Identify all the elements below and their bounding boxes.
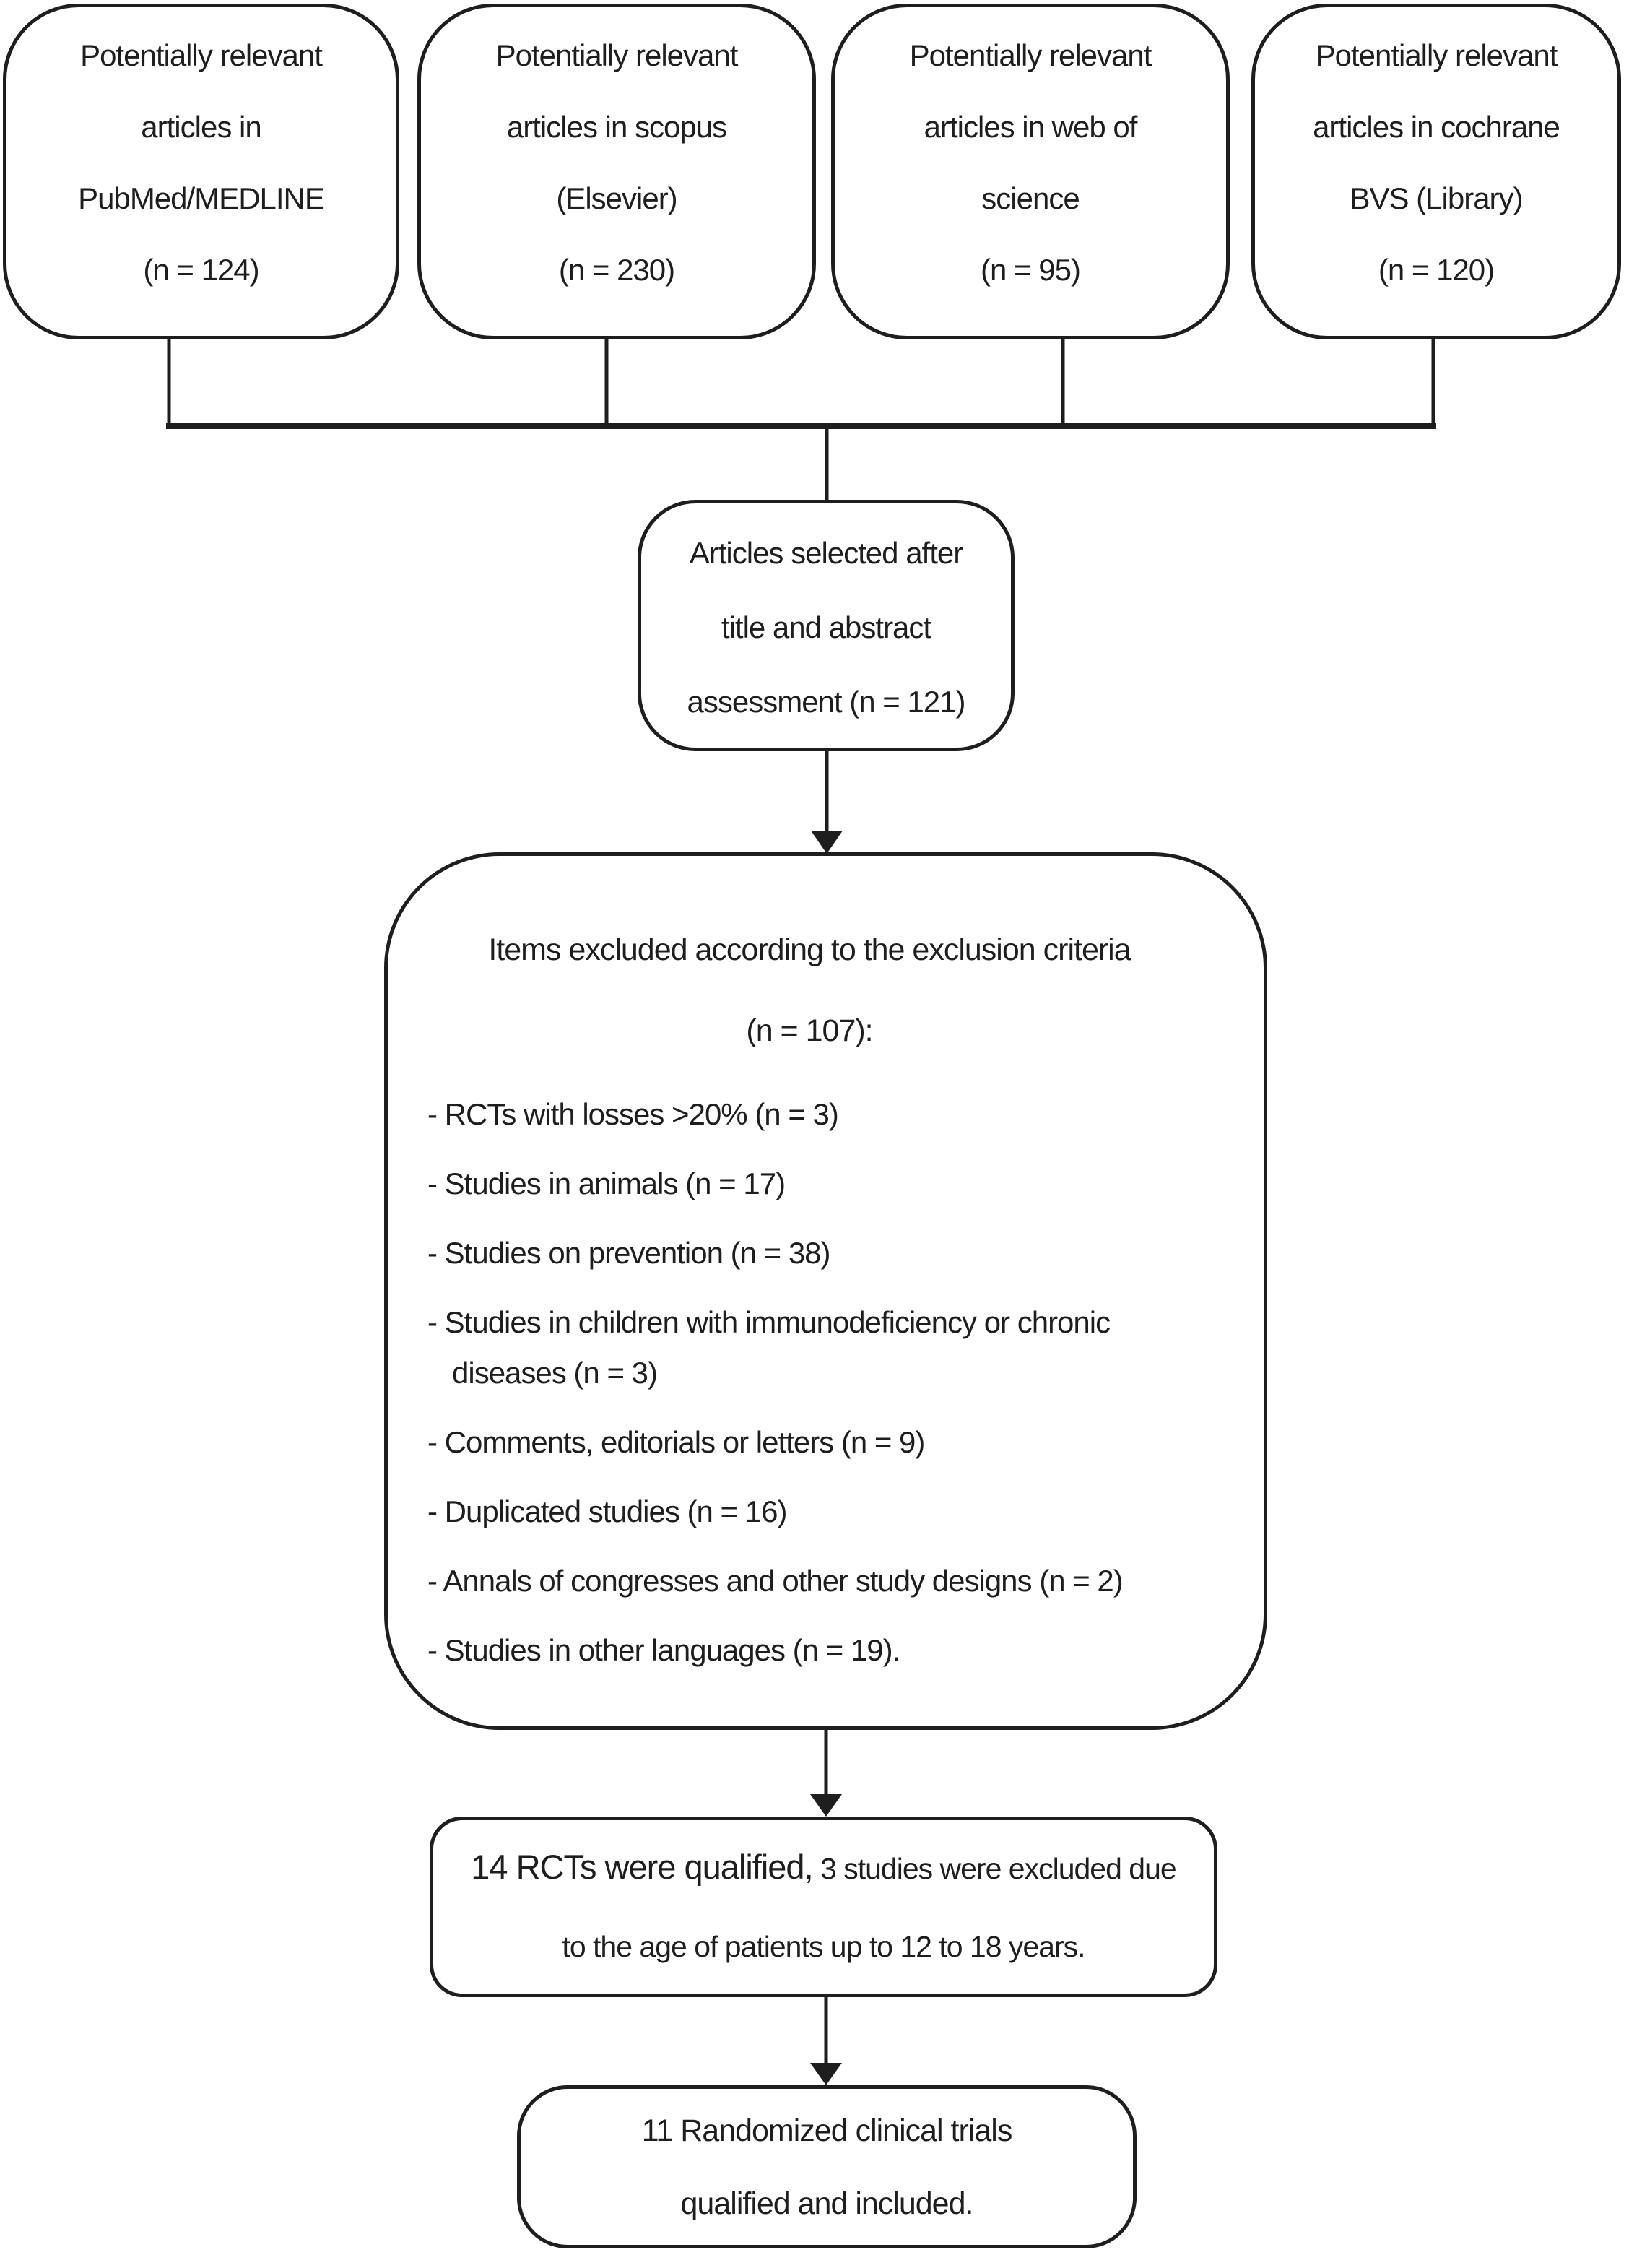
text-line: articles in [141,110,261,144]
exclusion-item: - Studies in children with immunodeficie… [427,1297,1242,1398]
text-line: Articles selected after [689,536,964,570]
text-line: BVS (Library) [1350,181,1523,215]
text-line: - Studies in children with immunodeficie… [427,1305,1111,1339]
text-line: 11 Randomized clinical trials [641,2113,1013,2148]
text-line: Potentially relevant [80,38,323,72]
text-line: (n = 230) [558,253,675,287]
text-line: diseases (n = 3) [452,1356,658,1390]
source-box-pubmed: Potentially relevant articles in PubMed/… [3,4,399,339]
exclusion-item: - RCTs with losses >20% (n = 3) [427,1097,839,1131]
exclusion-list: - RCTs with losses >20% (n = 3) - Studie… [388,1089,1264,1676]
exclusion-item: - Studies in animals (n = 17) [427,1167,786,1200]
text-line: 14 RCTs were qualified, 3 studies were e… [433,1832,1214,1911]
text-line: Potentially relevant [495,38,739,72]
included-box: 11 Randomized clinical trials qualified … [517,2085,1137,2248]
qualified-box: 14 RCTs were qualified, 3 studies were e… [430,1817,1217,1997]
text-line: qualified and included. [680,2186,974,2221]
exclusion-item: - Studies in other languages (n = 19). [427,1633,900,1667]
qualified-emphasis-text: 14 RCTs were qualified, [471,1848,813,1886]
text-line: (n = 95) [981,253,1081,287]
text-line: science [981,181,1080,215]
text-line: to the age of patients up to 12 to 18 ye… [562,1930,1085,1963]
exclusion-box: Items excluded according to the exclusio… [384,852,1267,1730]
text-line: (n = 120) [1378,253,1495,287]
arrowhead-qualified-to-included [810,2063,842,2085]
source-box-scopus: Potentially relevant articles in scopus … [417,4,816,339]
source-box-cochrane-bvs: Potentially relevant articles in cochran… [1251,4,1621,339]
text-line: articles in web of [924,110,1138,144]
text-line: Potentially relevant [1315,38,1558,72]
exclusion-item: - Duplicated studies (n = 16) [427,1494,787,1528]
exclusion-title: Items excluded according to the exclusio… [488,932,1131,967]
text-line: PubMed/MEDLINE [78,181,325,215]
exclusion-count: (n = 107): [746,1013,873,1048]
arrowhead-exclusion-to-qualified [810,1794,842,1817]
exclusion-item: - Annals of congresses and other study d… [427,1564,1124,1598]
source-box-web-of-science: Potentially relevant articles in web of … [831,4,1230,339]
qualified-rest-text: 3 studies were excluded due [812,1852,1177,1885]
arrowhead-selection-to-exclusion [811,831,843,854]
text-line: articles in cochrane [1313,110,1560,144]
exclusion-item: - Comments, editorials or letters (n = 9… [427,1425,925,1459]
text-line: (Elsevier) [556,181,677,215]
text-line: articles in scopus [506,110,727,144]
selection-box: Articles selected after title and abstra… [638,500,1015,751]
text-line: assessment (n = 121) [687,685,965,719]
text-line: Potentially relevant [909,38,1152,72]
exclusion-item: - Studies on prevention (n = 38) [427,1236,831,1270]
text-line: title and abstract [721,610,931,644]
text-line: (n = 124) [143,253,259,287]
